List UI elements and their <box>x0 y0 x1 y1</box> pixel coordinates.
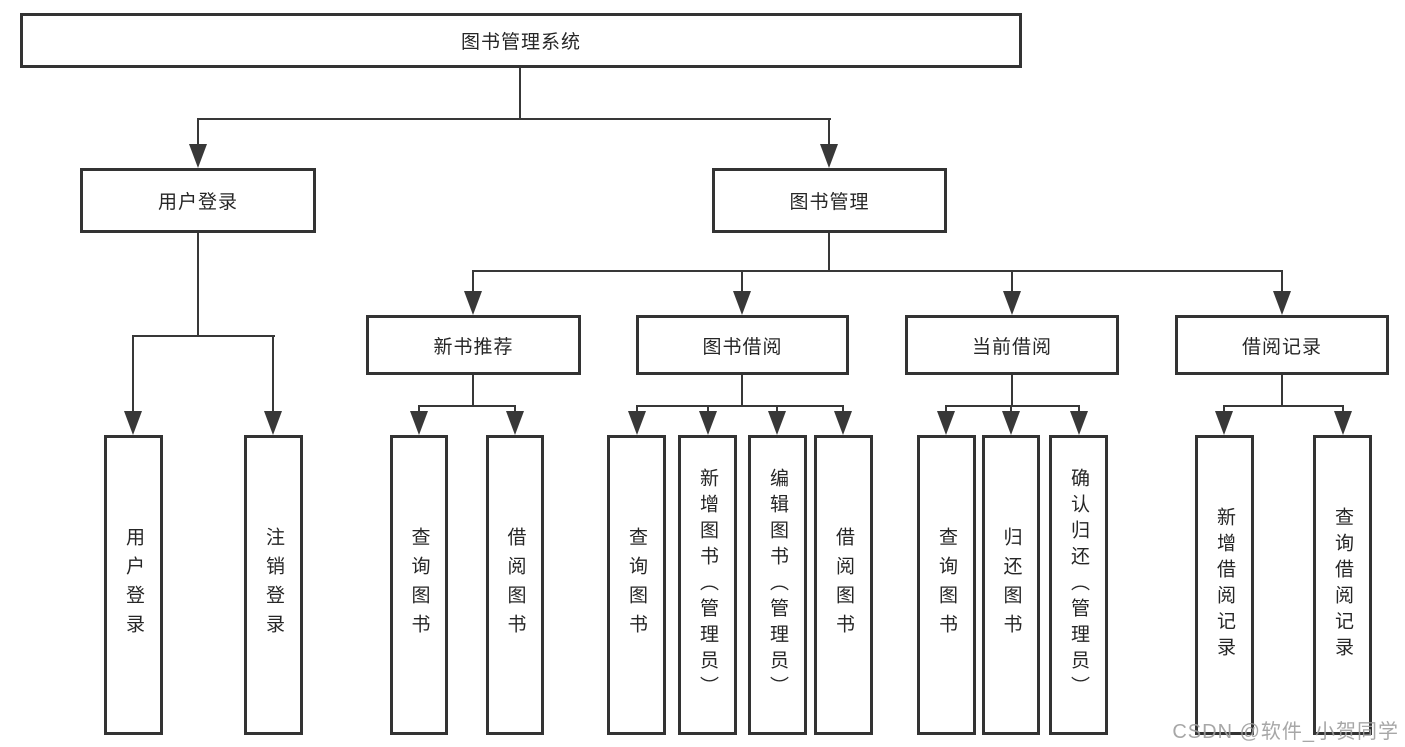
connector-login-drop-1 <box>132 335 134 415</box>
csdn-watermark: CSDN @软件_小贺同学 <box>1172 721 1399 743</box>
leaf-records-query: 查询借阅记录 <box>1313 435 1372 735</box>
leaf-current-return: 归还图书 <box>982 435 1040 735</box>
leaf-user-login-label: 用户登录 <box>123 527 144 643</box>
connector-mgmt-rail <box>472 270 1283 272</box>
node-book-management: 图书管理 <box>712 168 947 233</box>
node-root-label: 图书管理系统 <box>460 32 581 53</box>
leaf-borrowing-borrow-label: 借阅图书 <box>833 527 854 643</box>
connector-login-stem <box>197 233 199 337</box>
connector-mgmt-drop-2 <box>741 270 743 294</box>
leaf-newbooks-borrow-label: 借阅图书 <box>504 527 526 643</box>
node-borrow-records-label: 借阅记录 <box>1241 336 1322 358</box>
arrow-down-icon <box>1002 411 1020 435</box>
leaf-borrowing-add: 新增图书（管理员） <box>678 435 737 735</box>
connector-mgmt-drop-3 <box>1011 270 1013 294</box>
connector-root-rail <box>197 118 831 120</box>
leaf-records-add: 新增借阅记录 <box>1195 435 1254 735</box>
arrow-down-icon <box>628 411 646 435</box>
arrow-down-icon <box>189 144 207 168</box>
node-user-login-label: 用户登录 <box>157 192 238 213</box>
leaf-borrowing-edit-label: 编辑图书（管理员） <box>767 468 788 702</box>
connector-root-stem <box>519 68 521 120</box>
connector-records-rail <box>1223 405 1344 407</box>
arrow-down-icon <box>699 411 717 435</box>
connector-mgmt-drop-1 <box>472 270 474 294</box>
arrow-down-icon <box>1273 291 1291 315</box>
arrow-down-icon <box>506 411 524 435</box>
connector-login-rail <box>132 335 275 337</box>
connector-borrowing-rail <box>636 405 844 407</box>
arrow-down-icon <box>1215 411 1233 435</box>
arrow-down-icon <box>937 411 955 435</box>
connector-newbooks-rail <box>418 405 516 407</box>
leaf-borrowing-query: 查询图书 <box>607 435 666 735</box>
arrow-down-icon <box>768 411 786 435</box>
node-new-books: 新书推荐 <box>366 315 581 375</box>
arrow-down-icon <box>834 411 852 435</box>
arrow-down-icon <box>264 411 282 435</box>
connector-login-drop-2 <box>272 335 274 415</box>
leaf-records-query-label: 查询借阅记录 <box>1332 507 1353 663</box>
leaf-logout: 注销登录 <box>244 435 303 735</box>
arrow-down-icon <box>124 411 142 435</box>
leaf-current-confirm: 确认归还（管理员） <box>1049 435 1108 735</box>
node-current-borrow-label: 当前借阅 <box>971 336 1052 358</box>
arrow-down-icon <box>410 411 428 435</box>
leaf-current-return-label: 归还图书 <box>1000 527 1022 643</box>
connector-root-drop-right <box>828 118 830 150</box>
arrow-down-icon <box>820 144 838 168</box>
connector-newbooks-stem <box>472 375 474 407</box>
node-borrowing: 图书借阅 <box>636 315 849 375</box>
node-new-books-label: 新书推荐 <box>433 336 514 358</box>
arrow-down-icon <box>733 291 751 315</box>
node-borrow-records: 借阅记录 <box>1175 315 1389 375</box>
connector-current-stem <box>1011 375 1013 407</box>
connector-mgmt-drop-4 <box>1281 270 1283 294</box>
connector-borrowing-stem <box>741 375 743 407</box>
leaf-current-query-label: 查询图书 <box>936 527 957 643</box>
node-root: 图书管理系统 <box>20 13 1022 68</box>
leaf-current-query: 查询图书 <box>917 435 976 735</box>
leaf-newbooks-query-label: 查询图书 <box>408 527 430 643</box>
connector-records-stem <box>1281 375 1283 407</box>
node-book-management-label: 图书管理 <box>789 192 870 213</box>
connector-root-drop-left <box>197 118 199 150</box>
connector-current-rail <box>945 405 1080 407</box>
leaf-newbooks-borrow: 借阅图书 <box>486 435 544 735</box>
arrow-down-icon <box>1070 411 1088 435</box>
leaf-logout-label: 注销登录 <box>263 527 284 643</box>
leaf-borrowing-query-label: 查询图书 <box>626 527 647 643</box>
leaf-borrowing-edit: 编辑图书（管理员） <box>748 435 807 735</box>
connector-mgmt-stem <box>828 233 830 272</box>
leaf-newbooks-query: 查询图书 <box>390 435 448 735</box>
leaf-user-login: 用户登录 <box>104 435 163 735</box>
arrow-down-icon <box>1003 291 1021 315</box>
leaf-borrowing-borrow: 借阅图书 <box>814 435 873 735</box>
leaf-records-add-label: 新增借阅记录 <box>1214 507 1235 663</box>
node-current-borrow: 当前借阅 <box>905 315 1119 375</box>
node-borrowing-label: 图书借阅 <box>702 336 783 358</box>
arrow-down-icon <box>1334 411 1352 435</box>
leaf-borrowing-add-label: 新增图书（管理员） <box>697 468 718 702</box>
leaf-current-confirm-label: 确认归还（管理员） <box>1068 468 1089 702</box>
node-user-login: 用户登录 <box>80 168 316 233</box>
arrow-down-icon <box>464 291 482 315</box>
